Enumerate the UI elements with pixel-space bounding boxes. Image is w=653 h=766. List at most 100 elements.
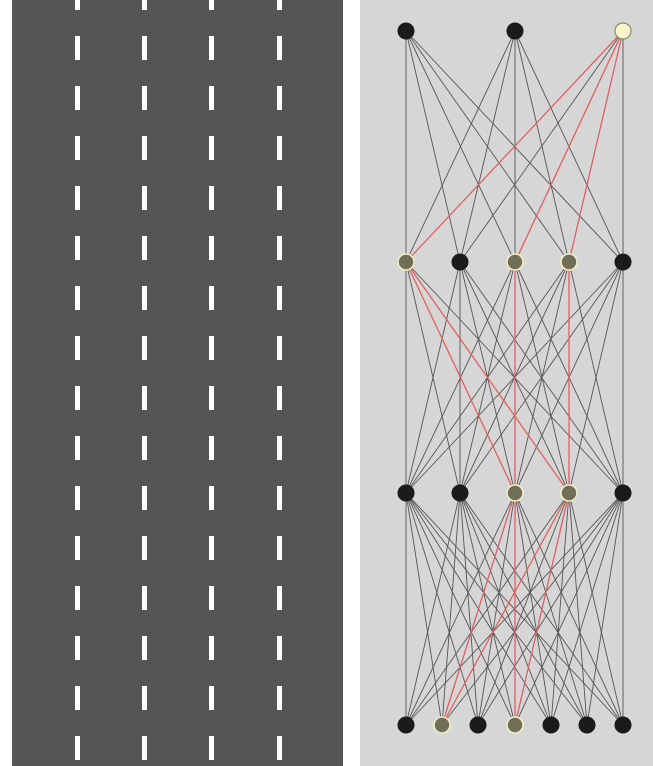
hidden-1-node-active	[506, 484, 524, 502]
connection-edge	[514, 492, 552, 726]
lane-dash	[75, 636, 80, 660]
input-node-inactive	[469, 716, 487, 734]
lane-dash	[277, 0, 282, 10]
lane-dash	[142, 586, 147, 610]
lane-dash	[142, 486, 147, 510]
hidden-2-node-active	[560, 253, 578, 271]
input-node-inactive	[397, 716, 415, 734]
connection-edge	[514, 492, 588, 726]
road-view	[0, 0, 360, 766]
lane-dash	[75, 436, 80, 460]
lane-dash	[75, 136, 80, 160]
lane-dash	[209, 236, 214, 260]
connection-edge	[459, 492, 516, 726]
connection-edge	[405, 492, 588, 726]
lane-dash	[277, 236, 282, 260]
lane-dash	[142, 236, 147, 260]
connection-edge	[441, 492, 624, 726]
lane-dash	[75, 486, 80, 510]
hidden-1-node-active	[560, 484, 578, 502]
output-node-highlight	[614, 22, 632, 40]
lane-dash	[75, 536, 80, 560]
lane-dash	[209, 486, 214, 510]
lane-dash	[142, 536, 147, 560]
hidden-1-node-inactive	[614, 484, 632, 502]
lane-dash	[142, 386, 147, 410]
lane-dash	[75, 586, 80, 610]
lane-dash	[75, 86, 80, 110]
lane-dash	[209, 636, 214, 660]
lane-dash	[142, 736, 147, 760]
output-node-inactive	[506, 22, 524, 40]
lane-dash	[75, 36, 80, 60]
connection-edge	[405, 30, 570, 263]
connection-edge	[568, 261, 624, 494]
lane-dash	[277, 136, 282, 160]
input-node-inactive	[614, 716, 632, 734]
input-node-inactive	[578, 716, 596, 734]
lane-dash	[277, 336, 282, 360]
lane-dash	[209, 86, 214, 110]
lane-dash	[277, 86, 282, 110]
input-node-inactive	[542, 716, 560, 734]
connection-edge	[405, 492, 443, 726]
lane-dash	[277, 436, 282, 460]
connection-edge	[550, 492, 624, 726]
connection-edge	[568, 492, 624, 726]
connection-edge	[514, 30, 570, 263]
road-right-edge-line	[346, 0, 350, 766]
lane-dash	[75, 186, 80, 210]
lane-dash	[277, 636, 282, 660]
lane-dash	[142, 436, 147, 460]
lane-dash	[277, 736, 282, 760]
connection-edge	[459, 30, 624, 263]
connection-edge	[405, 492, 461, 726]
input-node-active	[433, 716, 451, 734]
road-left-edge-line	[6, 0, 10, 766]
lane-dash	[75, 386, 80, 410]
lane-dash	[209, 736, 214, 760]
lane-dash	[142, 36, 147, 60]
lane-dash	[209, 586, 214, 610]
connection-edge	[405, 30, 461, 263]
lane-dash	[75, 736, 80, 760]
connection-edge	[405, 492, 516, 726]
neural-network-panel	[360, 0, 653, 766]
active-connection-edge	[405, 261, 570, 494]
lane-dash	[75, 236, 80, 260]
lane-dash	[209, 686, 214, 710]
active-connection-edge	[441, 492, 516, 726]
hidden-1-node-inactive	[451, 484, 469, 502]
lane-dash	[75, 336, 80, 360]
lane-dash	[209, 0, 214, 10]
neural-network-graph	[397, 22, 632, 734]
lane-dash	[75, 686, 80, 710]
connection-edge	[514, 492, 624, 726]
hidden-1-node-inactive	[397, 484, 415, 502]
lane-dash	[142, 636, 147, 660]
lane-dash	[142, 186, 147, 210]
road-asphalt	[12, 0, 343, 766]
lane-dash	[209, 536, 214, 560]
lane-dash	[142, 0, 147, 10]
active-connection-edge	[405, 30, 624, 263]
connection-edge	[405, 261, 461, 494]
lane-dash	[209, 36, 214, 60]
lane-dash	[75, 286, 80, 310]
output-node-inactive	[397, 22, 415, 40]
lane-dash	[142, 336, 147, 360]
connection-edge	[459, 261, 624, 494]
connection-edge	[586, 492, 624, 726]
connection-edge	[568, 492, 588, 726]
lane-dash	[142, 86, 147, 110]
lane-dash	[277, 586, 282, 610]
input-node-active	[506, 716, 524, 734]
lane-dash	[277, 486, 282, 510]
lane-dash	[277, 386, 282, 410]
active-connection-edge	[514, 30, 624, 263]
connection-edge	[477, 492, 624, 726]
lane-dash	[142, 686, 147, 710]
lane-dash	[142, 136, 147, 160]
connection-edge	[441, 492, 461, 726]
lane-dash	[75, 0, 80, 10]
